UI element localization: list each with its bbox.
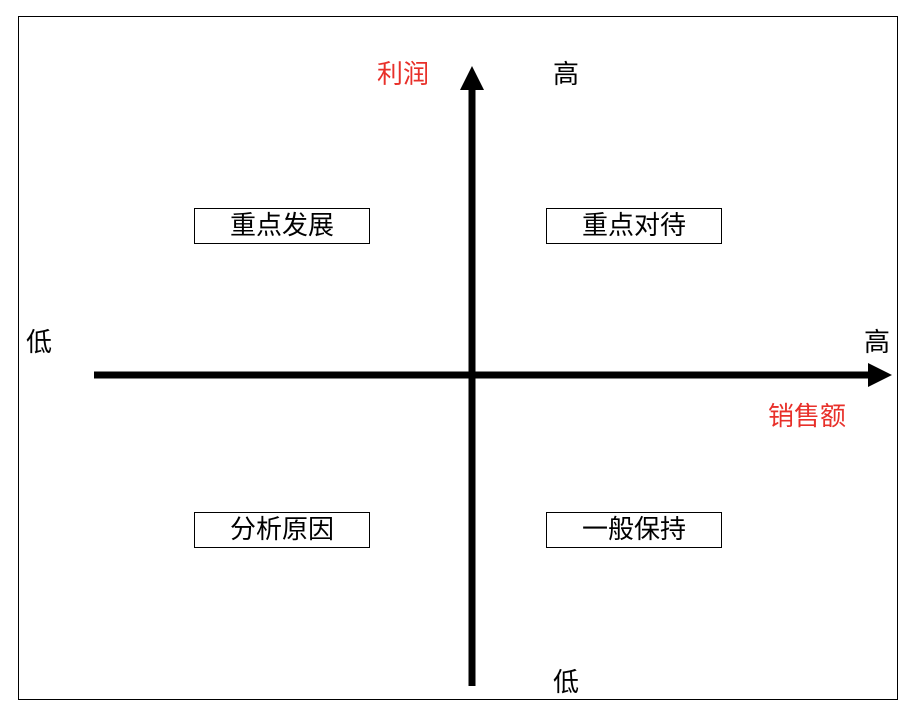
y-axis-low-label: 低 — [553, 668, 580, 698]
quadrant-top-right-box: 重点对待 — [546, 208, 722, 244]
x-axis-high-label: 高 — [864, 328, 891, 358]
y-axis-arrowhead — [460, 66, 484, 90]
x-axis-low-label: 低 — [26, 328, 53, 358]
quadrant-bottom-right-box: 一般保持 — [546, 512, 722, 548]
quadrant-bottom-left-box: 分析原因 — [194, 512, 370, 548]
y-axis-high-label: 高 — [553, 60, 580, 90]
y-axis-title: 利润 — [377, 60, 430, 90]
quadrant-top-left-box: 重点发展 — [194, 208, 370, 244]
diagram-frame — [18, 16, 898, 700]
x-axis-arrowhead — [868, 363, 892, 387]
x-axis-title: 销售额 — [768, 402, 847, 432]
